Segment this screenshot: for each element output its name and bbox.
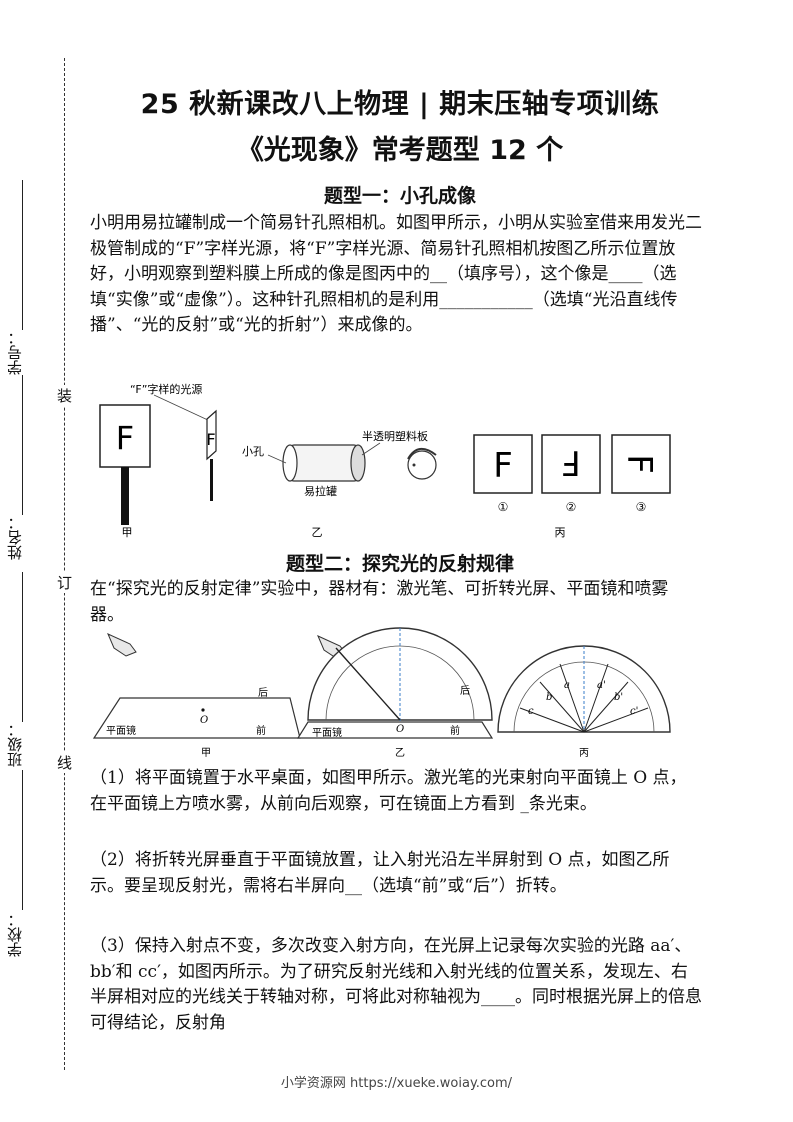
option-1-box — [473, 434, 533, 494]
source-side-panel — [206, 409, 217, 461]
can-pinhole-end — [282, 444, 298, 482]
can-body — [289, 444, 359, 482]
binding-mark-xian: 线 — [57, 752, 73, 773]
ray-b-prime — [583, 681, 629, 733]
incident-ray-yi — [335, 647, 401, 721]
point-o-label-jia: O — [200, 715, 208, 726]
label-hole-leader — [267, 454, 287, 464]
caption-bing-2: 丙 — [579, 748, 589, 759]
laser-pen-jia — [107, 633, 137, 657]
caption-jia-2: 甲 — [201, 748, 211, 759]
name-line — [22, 375, 23, 515]
reflection-figure: 平面镜 后 前 O 甲 平面镜 后 前 O 乙 a b c a' b' c' 丙 — [92, 627, 671, 759]
label-ray-c: c — [528, 706, 534, 717]
label-ray-c-prime: c' — [630, 706, 638, 717]
student-id-label: 学号： — [6, 330, 24, 375]
ray-a-prime — [583, 663, 609, 733]
student-id-line — [22, 180, 23, 330]
question-1: （1）将平面镜置于水平桌面，如图甲所示。激光笔的光束射向平面镜上 O 点，在平面… — [90, 768, 687, 814]
section1-heading: 题型一：小孔成像 — [323, 185, 476, 207]
class-line — [22, 572, 23, 722]
observer-head — [407, 450, 437, 480]
name-label: 姓名： — [6, 515, 24, 560]
school-line — [22, 770, 23, 910]
label-source-leader — [153, 394, 211, 422]
protractor-inner-arc-yi — [325, 645, 475, 721]
observer-hair — [407, 448, 437, 460]
protractor-screen-bing — [497, 645, 671, 733]
page-title: 25 秋新课改八上物理 | 期末压轴专项训练 — [140, 89, 660, 120]
mirror-label-jia: 平面镜 — [106, 724, 136, 737]
can-film-end — [350, 444, 366, 482]
pinhole-figure: F “F”字样的光源 F 小孔 半透明塑料板 易拉罐 F F ① ② 甲 乙 丙 — [99, 383, 601, 539]
back-label-yi: 后 — [460, 685, 470, 697]
source-stand — [121, 467, 129, 525]
footer-source: 小学资源网 https://xueke.woiay.com/ — [280, 1076, 513, 1091]
binding-mark-zhuang: 装 — [57, 385, 73, 406]
label-can: 易拉罐 — [304, 484, 337, 498]
section2-intro: 在“探究光的反射定律”实验中，器材有：激光笔、可折转光屏、平面镜和喷雾器。 — [90, 579, 669, 625]
side-f-glyph: F — [206, 430, 215, 449]
label-film: 半透明塑料板 — [362, 429, 428, 443]
question-2: （2）将折转光屏垂直于平面镜放置，让入射光沿左半屏射到 O 点，如图乙所示。要呈… — [90, 850, 670, 896]
side-stand — [210, 459, 213, 501]
option-3-box — [611, 434, 671, 494]
label-film-leader — [361, 442, 381, 456]
option-2-box — [541, 434, 601, 494]
front-label-jia: 前 — [256, 724, 266, 737]
school-label: 学校： — [6, 912, 24, 957]
option-2-glyph: F — [561, 442, 581, 482]
option-2-number: ② — [566, 500, 577, 514]
page-subtitle: 《光现象》常考题型 12 个 — [236, 135, 564, 166]
mirror-yi — [296, 721, 494, 739]
ray-b — [539, 681, 585, 733]
caption-jia: 甲 — [122, 526, 133, 539]
label-source: “F”字样的光源 — [130, 383, 202, 396]
binding-mark-ding: 订 — [57, 572, 73, 593]
point-o-dot-jia — [201, 708, 205, 712]
caption-bing: 丙 — [555, 526, 566, 539]
front-label-yi: 前 — [450, 724, 460, 737]
caption-yi: 乙 — [312, 526, 323, 539]
ray-c — [519, 707, 585, 733]
option-1-number: ① — [498, 500, 509, 514]
caption-yi-2: 乙 — [395, 747, 405, 759]
ray-c-prime — [583, 707, 649, 733]
label-ray-a-prime: a' — [597, 680, 606, 691]
class-label: 班级： — [6, 722, 24, 767]
option-3-figure: F ③ — [611, 434, 671, 514]
ray-a — [559, 663, 585, 733]
label-hole: 小孔 — [242, 445, 264, 458]
binding-dashed-line — [64, 58, 65, 1070]
mirror-label-yi: 平面镜 — [312, 726, 342, 739]
option-1-glyph: F — [493, 446, 513, 486]
option-3-glyph: F — [619, 454, 659, 474]
label-ray-a: a — [564, 680, 570, 691]
label-ray-b-prime: b' — [614, 692, 623, 703]
back-label-jia: 后 — [258, 687, 268, 699]
option-3-number: ③ — [636, 500, 647, 514]
point-o-label-yi: O — [396, 724, 404, 735]
source-f-glyph: F — [116, 419, 134, 457]
light-source-panel — [99, 404, 151, 468]
section2-heading: 题型二：探究光的反射规律 — [285, 553, 514, 575]
section1-text: 小明用易拉罐制成一个简易针孔照相机。如图甲所示，小明从实验室借来用发光二极管制成… — [90, 213, 702, 335]
observer-eye — [412, 463, 416, 467]
label-ray-b: b — [546, 692, 552, 703]
question-3: （3）保持入射点不变，多次改变入射方向，在光屏上记录每次实验的光路 aa′、bb… — [90, 936, 702, 1033]
